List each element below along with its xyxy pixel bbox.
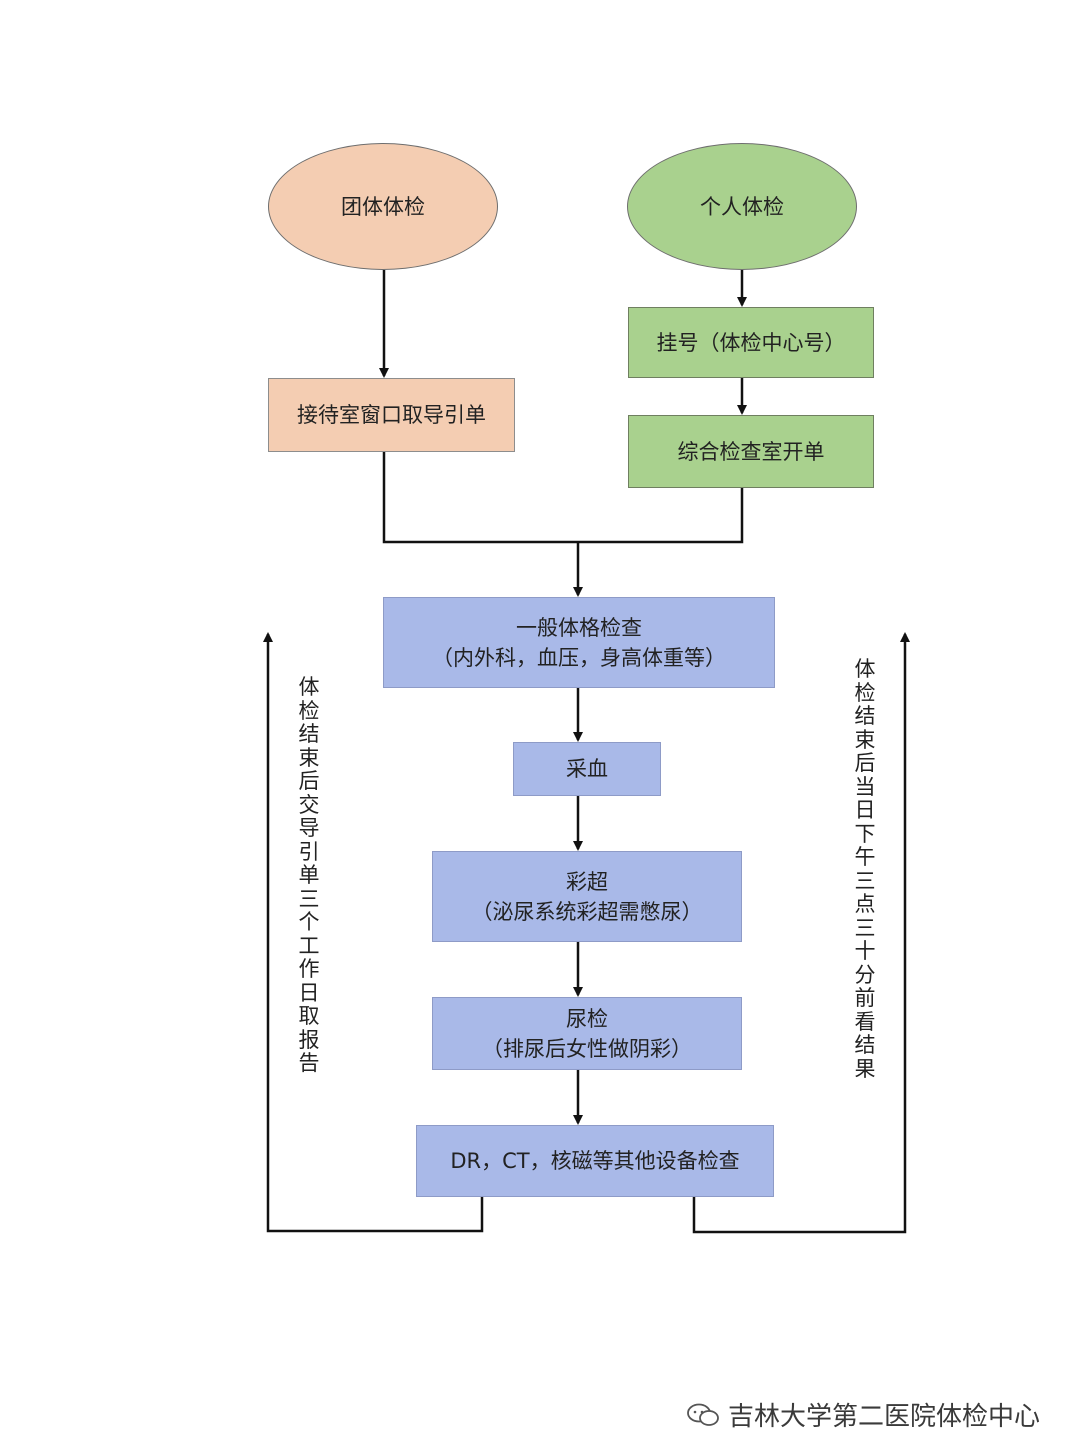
- blood-draw-node: 采血: [513, 742, 661, 796]
- imaging-label: DR，CT，核磁等其他设备检查: [450, 1149, 740, 1173]
- general-exam-node: 一般体格检查 （内外科，血压，身高体重等）: [383, 597, 775, 688]
- watermark: 吉林大学第二医院体检中心: [686, 1396, 1040, 1433]
- registration-node: 挂号（体检中心号）: [628, 307, 874, 378]
- individual-exam-node: 个人体检: [627, 143, 857, 270]
- reception-window-label: 接待室窗口取导引单: [297, 403, 486, 427]
- individual-exam-label: 个人体检: [700, 194, 784, 219]
- ultrasound-node: 彩超 （泌尿系统彩超需憋尿）: [432, 851, 742, 942]
- comprehensive-room-label: 综合检查室开单: [677, 439, 825, 464]
- wechat-icon: [687, 1403, 719, 1426]
- registration-label: 挂号（体检中心号）: [656, 330, 846, 355]
- right-return-arrow: [692, 632, 910, 1234]
- watermark-text: 吉林大学第二医院体检中心: [728, 1402, 1041, 1432]
- blood-draw-label: 采血: [566, 757, 608, 781]
- comprehensive-room-node: 综合检查室开单: [628, 415, 874, 488]
- urine-test-title: 尿检: [566, 1006, 608, 1031]
- general-exam-detail: （内外科，血压，身高体重等）: [432, 645, 726, 670]
- general-exam-title: 一般体格检查: [516, 615, 642, 640]
- urine-test-detail: （排尿后女性做阴彩）: [482, 1036, 692, 1061]
- ultrasound-detail: （泌尿系统彩超需憋尿）: [471, 899, 703, 924]
- reception-window-node: 接待室窗口取导引单: [268, 378, 515, 452]
- left-note: 体检结束后交导引单三个工作日取报告: [298, 675, 320, 1075]
- left-return-arrow: [263, 632, 484, 1233]
- group-exam-label: 团体体检: [341, 194, 425, 219]
- imaging-node: DR，CT，核磁等其他设备检查: [416, 1125, 774, 1197]
- urine-test-node: 尿检 （排尿后女性做阴彩）: [432, 997, 742, 1070]
- group-exam-node: 团体体检: [268, 143, 498, 270]
- ultrasound-title: 彩超: [566, 869, 608, 894]
- right-note: 体检结束后当日下午三点三十分前看结果: [854, 657, 876, 1081]
- merge-connector: [382, 452, 744, 544]
